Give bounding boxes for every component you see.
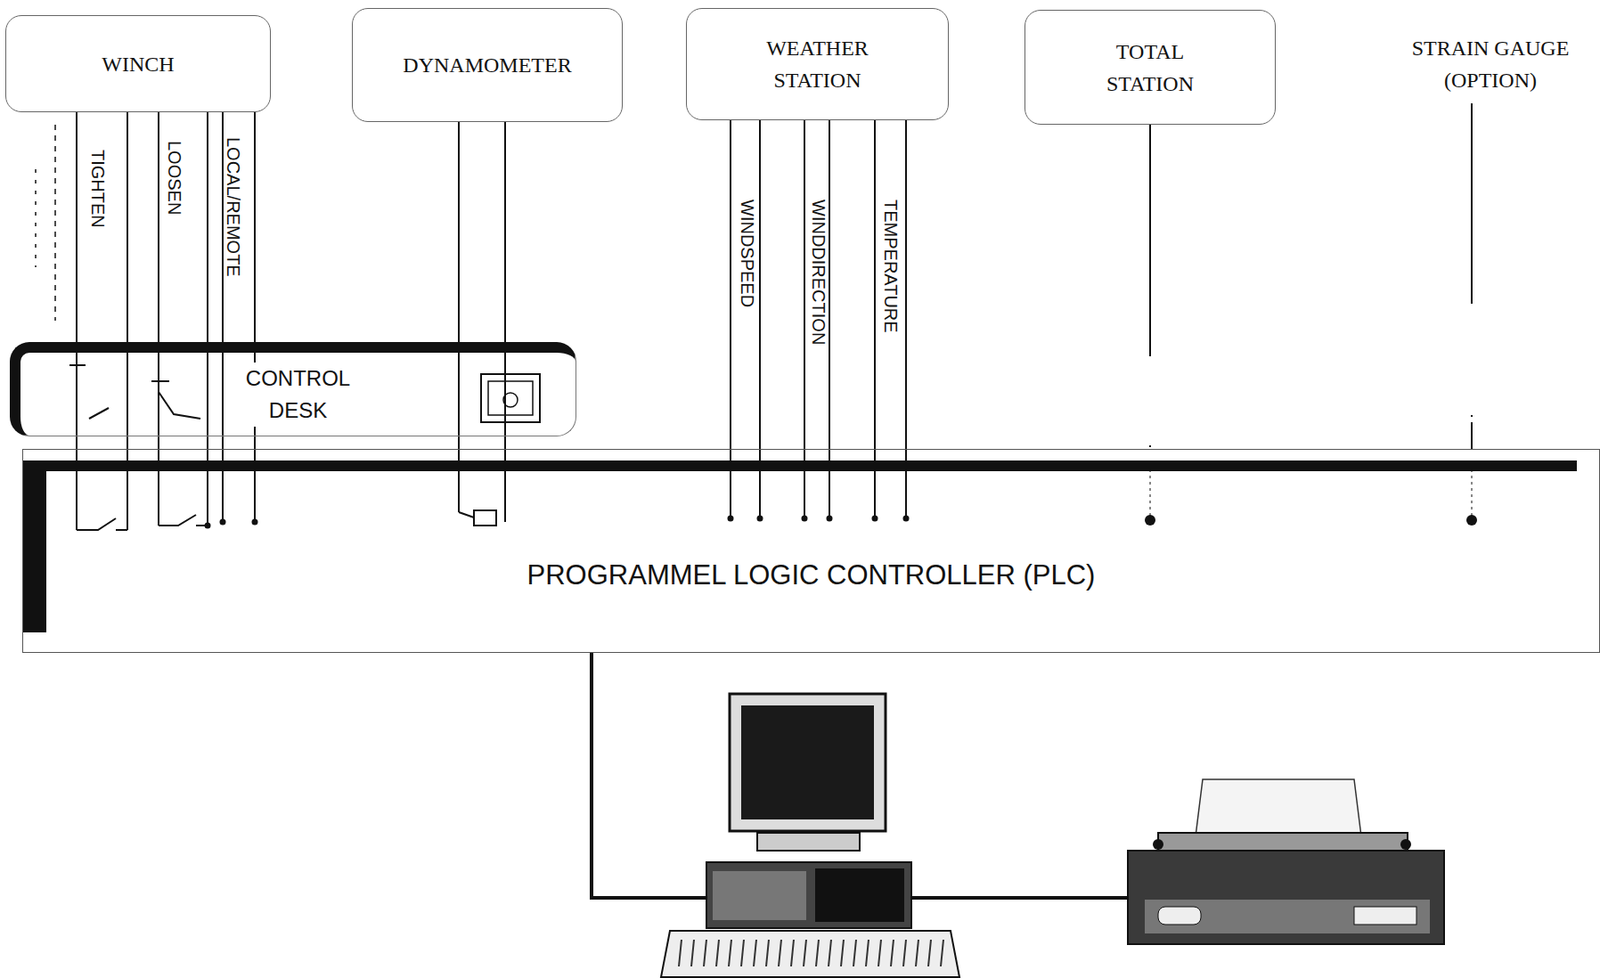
signal-wire <box>1149 124 1152 449</box>
control-desk: CONTROL DESK <box>9 342 577 437</box>
device-box: WINCH <box>5 15 271 113</box>
signal-name: TIGHTEN <box>89 147 107 230</box>
device-box: TOTAL STATION <box>1024 9 1276 125</box>
node-text: WINCH <box>97 48 178 81</box>
printer-illustration <box>1127 779 1445 945</box>
signal-name: LOCAL/REMOTE <box>224 135 243 279</box>
signal-wire <box>504 122 507 523</box>
signal-wire <box>1470 103 1473 449</box>
node-text: TOTAL STATION <box>1079 35 1221 100</box>
signal-wire <box>253 112 256 523</box>
node-text: CONTROL DESK <box>241 362 356 427</box>
computer-illustration <box>661 693 960 978</box>
signal-name: WINDSPEED <box>738 197 757 310</box>
device-box: WEATHER STATION <box>685 8 949 121</box>
signal-name: TEMPERATURE <box>881 197 900 335</box>
node-text: STRAIN GAUGE (OPTION) <box>1397 32 1584 97</box>
signal-name: LOOSEN <box>165 138 184 217</box>
node-text: WEATHER STATION <box>742 32 893 97</box>
signal-wire <box>759 120 761 519</box>
node-text: PROGRAMMEL LOGIC CONTROLLER (PLC) <box>523 555 1100 597</box>
signal-name: WINDDIRECTION <box>809 197 828 347</box>
device-box: DYNAMOMETER <box>351 8 623 123</box>
plc-box: PROGRAMMEL LOGIC CONTROLLER (PLC) <box>22 448 1600 654</box>
device-label: STRAIN GAUGE (OPTION) <box>1387 24 1593 104</box>
node-text: DYNAMOMETER <box>399 48 575 82</box>
